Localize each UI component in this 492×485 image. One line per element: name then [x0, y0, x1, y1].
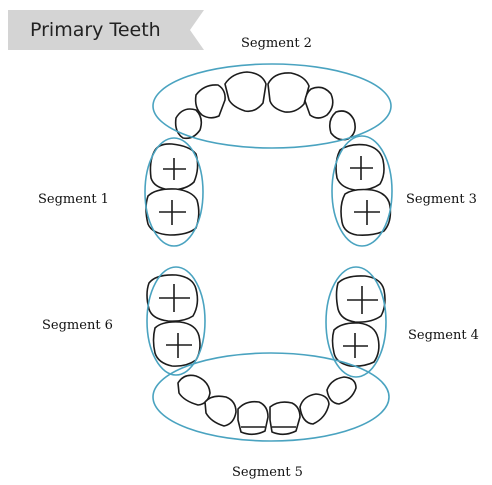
upper-left-molars [146, 144, 199, 235]
segment-2-label: Segment 2 [241, 36, 312, 51]
segment-1-label: Segment 1 [38, 192, 109, 207]
segment-2-ring [153, 64, 391, 148]
tooth-lower-central-right [270, 402, 300, 434]
segment-3-label: Segment 3 [406, 192, 477, 207]
tooth-lower-left-first-molar [154, 322, 201, 366]
tooth-lower-lateral-left [205, 396, 236, 426]
segment-5-label: Segment 5 [232, 465, 303, 480]
tooth-upper-central-right [268, 73, 309, 112]
tooth-lower-central-left [238, 402, 268, 435]
segment-4-label: Segment 4 [408, 328, 479, 343]
tooth-lower-lateral-right [300, 394, 329, 424]
upper-arch [176, 72, 356, 140]
tooth-upper-canine-right [330, 111, 355, 140]
lower-left-molars [147, 275, 200, 366]
tooth-upper-lateral-left [196, 85, 226, 118]
tooth-upper-canine-left [176, 109, 202, 138]
lower-right-molars [333, 276, 386, 366]
tooth-lower-canine-left [178, 375, 210, 405]
lower-arch [178, 375, 356, 434]
segment-6-label: Segment 6 [42, 318, 113, 333]
tooth-lower-canine-right [327, 377, 356, 404]
tooth-upper-central-left [225, 72, 266, 111]
upper-right-molars [336, 145, 390, 236]
tooth-upper-lateral-right [305, 87, 333, 118]
